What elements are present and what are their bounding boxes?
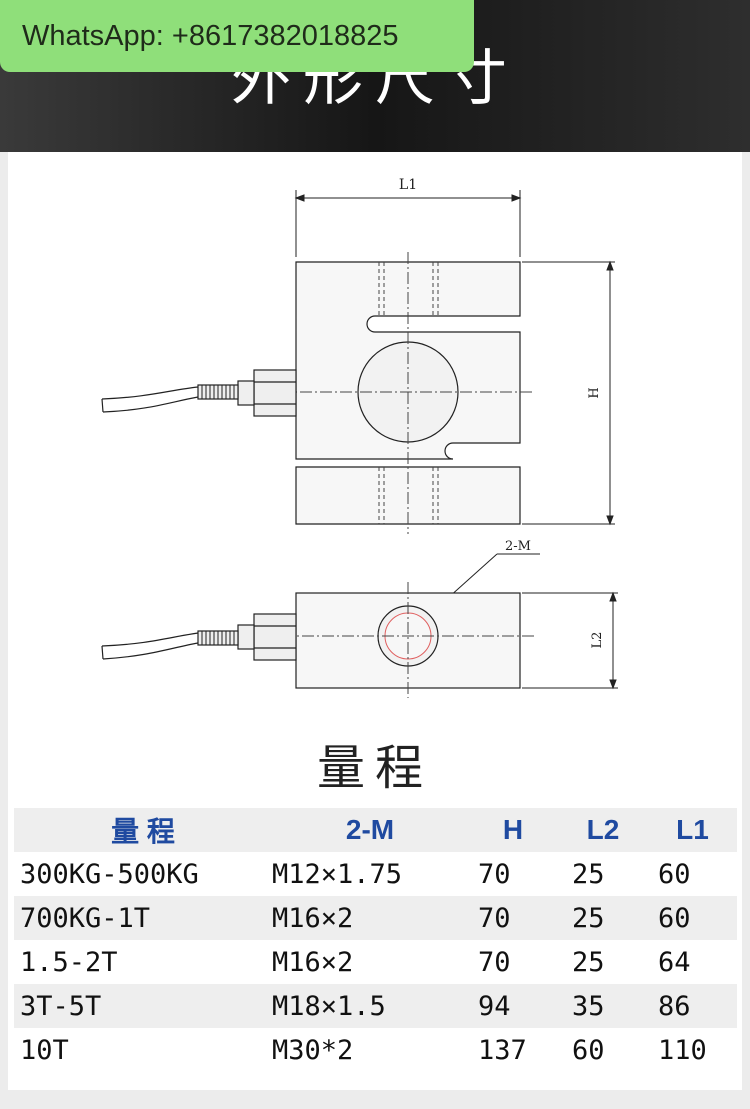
bottom-strip xyxy=(0,1090,750,1109)
cable-top xyxy=(101,632,199,660)
cell-range: 1.5-2T xyxy=(20,946,118,978)
cell-l2: 60 xyxy=(572,1034,605,1066)
technical-drawing: L1 H xyxy=(101,177,618,698)
table-row: 300KG-500KG M12×1.75 70 25 60 xyxy=(14,852,737,896)
table-row: 700KG-1T M16×2 70 25 60 xyxy=(14,896,737,940)
cell-h: 94 xyxy=(468,984,558,1028)
cell-l2: 35 xyxy=(558,984,648,1028)
column-header-2m: 2-M xyxy=(272,808,468,852)
cell-range: 3T-5T xyxy=(14,984,272,1028)
column-header-l1: L1 xyxy=(648,808,737,852)
table-row: 1.5-2T M16×2 70 25 64 xyxy=(14,940,737,984)
header-banner: 外形尺寸 WhatsApp: +8617382018825 xyxy=(0,0,750,152)
cell-2m: M12×1.75 xyxy=(272,858,403,890)
column-header-l2: L2 xyxy=(558,808,648,852)
spec-table: 量 程 2-M H L2 L1 300KG-500KG M12×1.75 70 … xyxy=(14,808,737,1072)
range-section-title: 量程 xyxy=(316,740,433,796)
cell-range: 300KG-500KG xyxy=(20,858,199,890)
thread-hatch-front xyxy=(201,385,235,399)
thread-hatch-top xyxy=(201,631,235,645)
cell-l1: 110 xyxy=(658,1034,707,1066)
cell-l2: 25 xyxy=(558,896,648,940)
cell-2m: M16×2 xyxy=(272,946,354,978)
cable-gland-front xyxy=(197,369,297,417)
dimension-l1-label: L1 xyxy=(399,177,417,193)
dimension-2m-label: 2-M xyxy=(505,539,531,554)
cell-2m: M16×2 xyxy=(272,896,468,940)
cell-range: 10T xyxy=(20,1034,69,1066)
table-row: 10T M30*2 137 60 110 xyxy=(14,1028,737,1072)
whatsapp-contact-badge[interactable]: WhatsApp: +8617382018825 xyxy=(0,0,474,72)
cell-h: 70 xyxy=(478,858,511,890)
table-header-row: 量 程 2-M H L2 L1 xyxy=(14,808,737,852)
cable-gland-top xyxy=(197,613,297,661)
cell-h: 137 xyxy=(478,1034,527,1066)
cell-range: 700KG-1T xyxy=(14,896,272,940)
cell-h: 70 xyxy=(468,896,558,940)
table-row: 3T-5T M18×1.5 94 35 86 xyxy=(14,984,737,1028)
cell-l1: 60 xyxy=(648,896,737,940)
column-header-range: 量 程 xyxy=(14,808,272,852)
cell-h: 70 xyxy=(478,946,511,978)
dimension-l2-label: L2 xyxy=(590,632,605,649)
cell-l1: 64 xyxy=(658,946,691,978)
cell-l1: 60 xyxy=(658,858,691,890)
column-header-h: H xyxy=(468,808,558,852)
cell-2m: M18×1.5 xyxy=(272,984,468,1028)
dimension-h-label: H xyxy=(587,387,602,398)
cell-2m: M30*2 xyxy=(272,1034,354,1066)
cell-l2: 25 xyxy=(572,858,605,890)
cable-front xyxy=(101,386,199,413)
cell-l2: 25 xyxy=(572,946,605,978)
cell-l1: 86 xyxy=(648,984,737,1028)
